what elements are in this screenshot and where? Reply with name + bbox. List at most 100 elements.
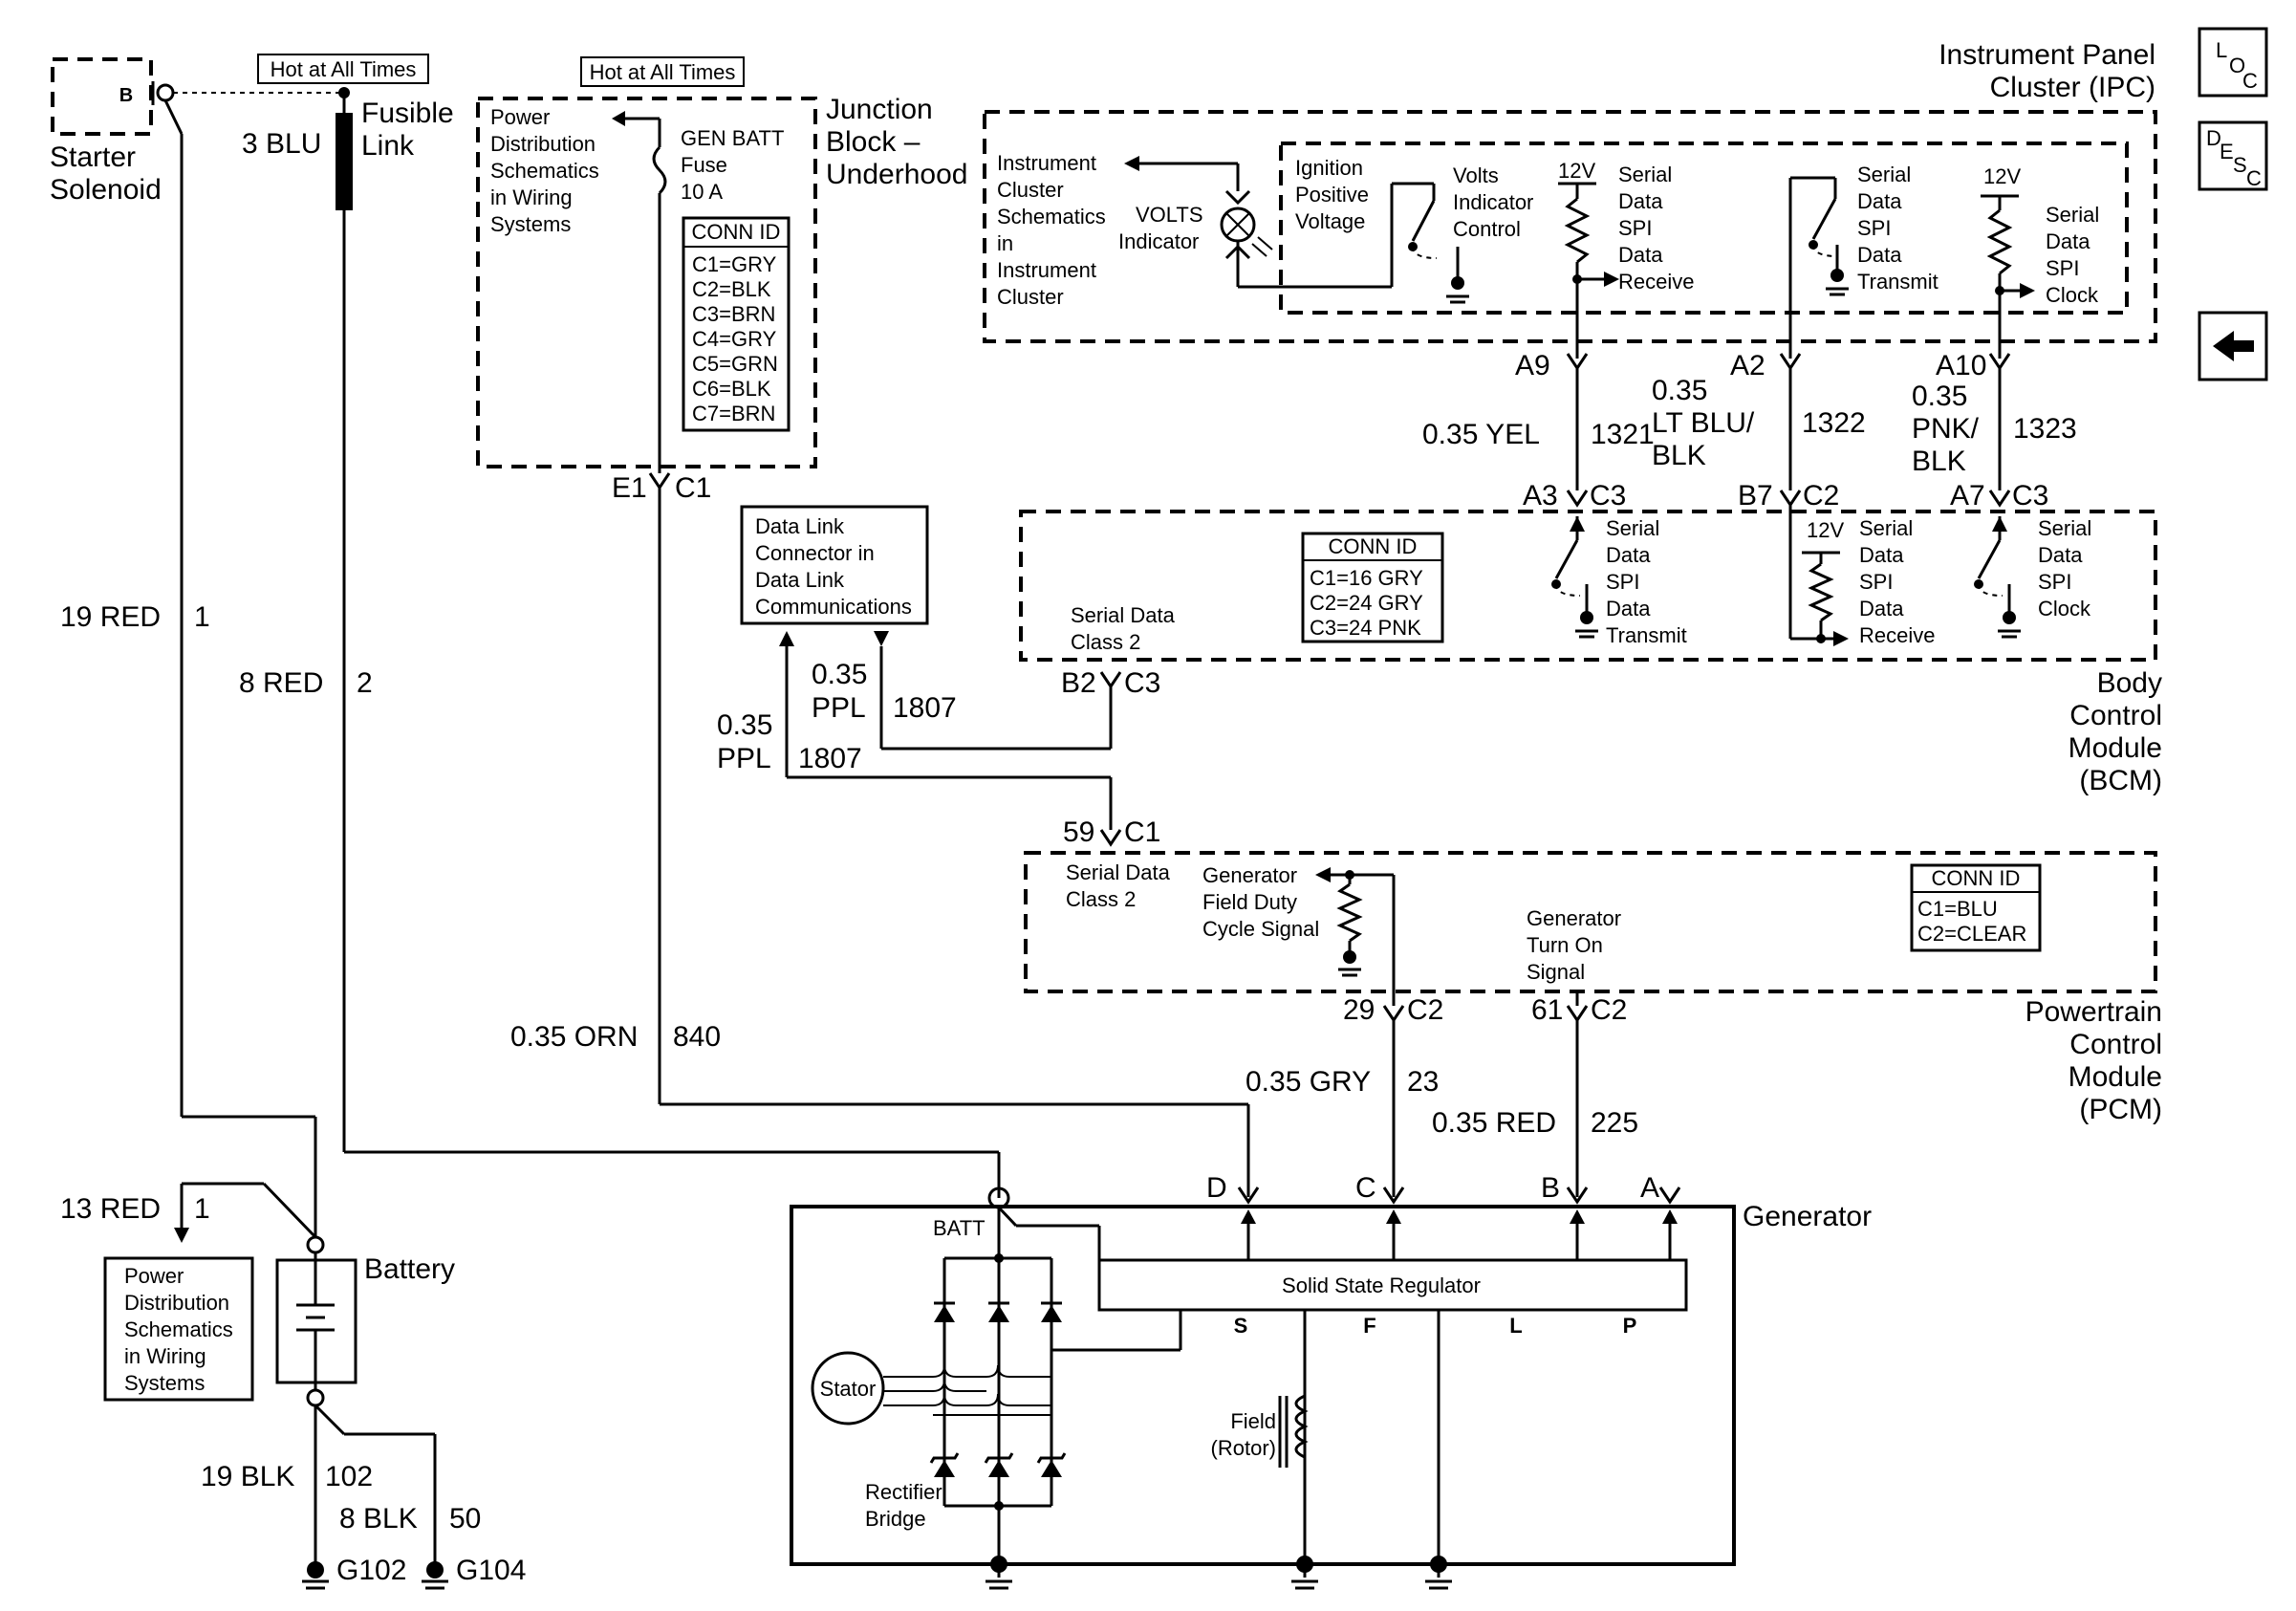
svg-text:in Wiring: in Wiring: [490, 185, 573, 209]
svg-text:Data: Data: [1618, 243, 1663, 267]
svg-text:Data: Data: [1859, 543, 1904, 567]
svg-text:Powertrain: Powertrain: [2025, 996, 2162, 1028]
svg-text:19 RED: 19 RED: [60, 601, 161, 633]
svg-text:61: 61: [1531, 994, 1563, 1026]
svg-text:A10: A10: [1936, 350, 1986, 381]
ipc-spi-transmit: Serial Data SPI Data Transmit: [1788, 163, 1939, 359]
bcm-pin-a3-c3: A3 C3: [1523, 480, 1626, 512]
svg-text:Distribution: Distribution: [490, 132, 596, 156]
svg-text:Data: Data: [1618, 189, 1663, 213]
svg-text:Serial Data: Serial Data: [1066, 860, 1171, 884]
svg-text:0.35: 0.35: [812, 659, 867, 690]
svg-text:C5=GRN: C5=GRN: [692, 352, 778, 376]
svg-text:C2: C2: [1591, 994, 1627, 1026]
svg-text:Control: Control: [1453, 217, 1521, 241]
svg-text:C3: C3: [1590, 480, 1626, 512]
wire-19-red: 19 RED 1: [60, 601, 210, 633]
svg-text:C2: C2: [1803, 480, 1839, 512]
svg-text:Cluster: Cluster: [997, 178, 1064, 202]
junction-block-title: Junction: [826, 94, 933, 125]
junction-block-title-3: Underhood: [826, 159, 967, 190]
svg-text:in Wiring: in Wiring: [124, 1344, 206, 1368]
svg-text:23: 23: [1407, 1066, 1439, 1098]
pcm-pin-61-c2: 61 C2: [1531, 994, 1627, 1026]
svg-text:Clock: Clock: [2038, 597, 2091, 620]
svg-text:A7: A7: [1950, 480, 1985, 512]
svg-text:Voltage: Voltage: [1295, 209, 1365, 233]
junction-block: Hot at All Times Junction Block – Underh…: [476, 56, 967, 473]
svg-text:59: 59: [1063, 816, 1094, 848]
svg-text:Solid State Regulator: Solid State Regulator: [1282, 1274, 1481, 1297]
svg-text:C3=24 PNK: C3=24 PNK: [1310, 616, 1421, 640]
svg-text:1807: 1807: [798, 743, 862, 774]
fusible-link-label: Fusible: [361, 98, 454, 129]
svg-text:VOLTS: VOLTS: [1136, 203, 1203, 227]
svg-text:Indicator: Indicator: [1118, 229, 1199, 253]
bcm-pin-b7-c2: B7 C2: [1738, 480, 1839, 512]
svg-text:1: 1: [194, 601, 210, 633]
ground-g104: G104: [422, 1555, 526, 1590]
fusible-link-wire: 3 BLU: [242, 128, 321, 160]
ignition-positive-voltage: Ignition Positive Voltage: [1295, 156, 1369, 233]
svg-text:12V: 12V: [1807, 518, 1844, 542]
volts-indicator: VOLTS Indicator: [1118, 189, 1273, 287]
svg-text:Field: Field: [1230, 1409, 1276, 1433]
svg-text:0.35 YEL: 0.35 YEL: [1422, 419, 1540, 450]
starter-solenoid: B Starter Solenoid: [50, 57, 175, 206]
svg-text:(BCM): (BCM): [2079, 765, 2162, 796]
svg-text:Data Link: Data Link: [755, 568, 845, 592]
generator-field-duty-signal: Generator Field Duty Cycle Signal: [1202, 863, 1396, 1006]
svg-text:Serial: Serial: [2046, 203, 2099, 227]
svg-text:8 BLK: 8 BLK: [339, 1503, 418, 1535]
wire-0-35-orn: 0.35 ORN 840: [510, 1021, 721, 1053]
svg-text:in: in: [997, 231, 1013, 255]
svg-text:Data: Data: [1857, 243, 1902, 267]
pcm-conn-id-table: CONN ID C1=BLU C2=CLEAR: [1910, 863, 2042, 952]
svg-text:29: 29: [1343, 994, 1375, 1026]
bcm-spi-receive: 12V Serial Data SPI Data Receive: [1788, 505, 1935, 647]
svg-text:Module: Module: [2069, 1061, 2162, 1093]
generator-terminal-c: C: [1355, 1172, 1405, 1205]
generator-title: Generator: [1743, 1201, 1872, 1232]
svg-text:Body: Body: [2097, 667, 2162, 699]
svg-text:F: F: [1363, 1314, 1375, 1338]
svg-text:Schematics: Schematics: [124, 1317, 233, 1341]
bcm-spi-clock: Serial Data SPI Clock: [1974, 516, 2091, 639]
svg-text:Data Link: Data Link: [755, 514, 845, 538]
svg-text:13 RED: 13 RED: [60, 1193, 161, 1225]
svg-text:Transmit: Transmit: [1606, 623, 1687, 647]
svg-text:PPL: PPL: [717, 743, 771, 774]
svg-text:CONN ID: CONN ID: [692, 220, 781, 244]
svg-text:Schematics: Schematics: [997, 205, 1106, 229]
back-button[interactable]: [2198, 311, 2268, 381]
svg-text:C2=24 GRY: C2=24 GRY: [1310, 591, 1423, 615]
svg-text:Serial: Serial: [1618, 163, 1672, 186]
svg-text:E: E: [2220, 140, 2234, 163]
svg-text:Volts: Volts: [1453, 163, 1499, 187]
svg-text:Serial: Serial: [2038, 516, 2091, 540]
wire-13-red: 13 RED 1: [60, 1193, 210, 1225]
svg-text:C1: C1: [1124, 816, 1160, 848]
svg-text:Hot at All Times: Hot at All Times: [590, 60, 736, 84]
svg-text:840: 840: [673, 1021, 721, 1053]
svg-text:S: S: [2233, 153, 2247, 177]
svg-text:Instrument: Instrument: [997, 258, 1096, 282]
generator-terminal-a: A: [1640, 1172, 1681, 1205]
generator-turn-on-signal: Generator Turn On Signal: [1527, 906, 1621, 984]
svg-text:0.35 RED: 0.35 RED: [1432, 1107, 1556, 1139]
junction-block-title-2: Block –: [826, 126, 921, 158]
svg-text:50: 50: [449, 1503, 481, 1535]
loc-button[interactable]: L O C: [2198, 27, 2268, 98]
field-rotor: Field (Rotor): [1211, 1394, 1309, 1468]
svg-text:Systems: Systems: [490, 212, 571, 236]
svg-text:Stator: Stator: [820, 1377, 877, 1401]
gen-batt-fuse: GEN BATT Fuse 10 A: [652, 126, 784, 204]
svg-text:E1: E1: [612, 472, 647, 504]
svg-text:D: D: [1206, 1172, 1227, 1204]
svg-text:A9: A9: [1515, 350, 1550, 381]
desc-button[interactable]: D E S C: [2198, 120, 2268, 191]
svg-text:102: 102: [325, 1461, 373, 1492]
fusible-link: 3 BLU Fusible Link: [242, 87, 454, 1152]
svg-text:Power: Power: [124, 1264, 184, 1288]
generator: Generator D C B A BATT: [790, 1172, 1872, 1590]
